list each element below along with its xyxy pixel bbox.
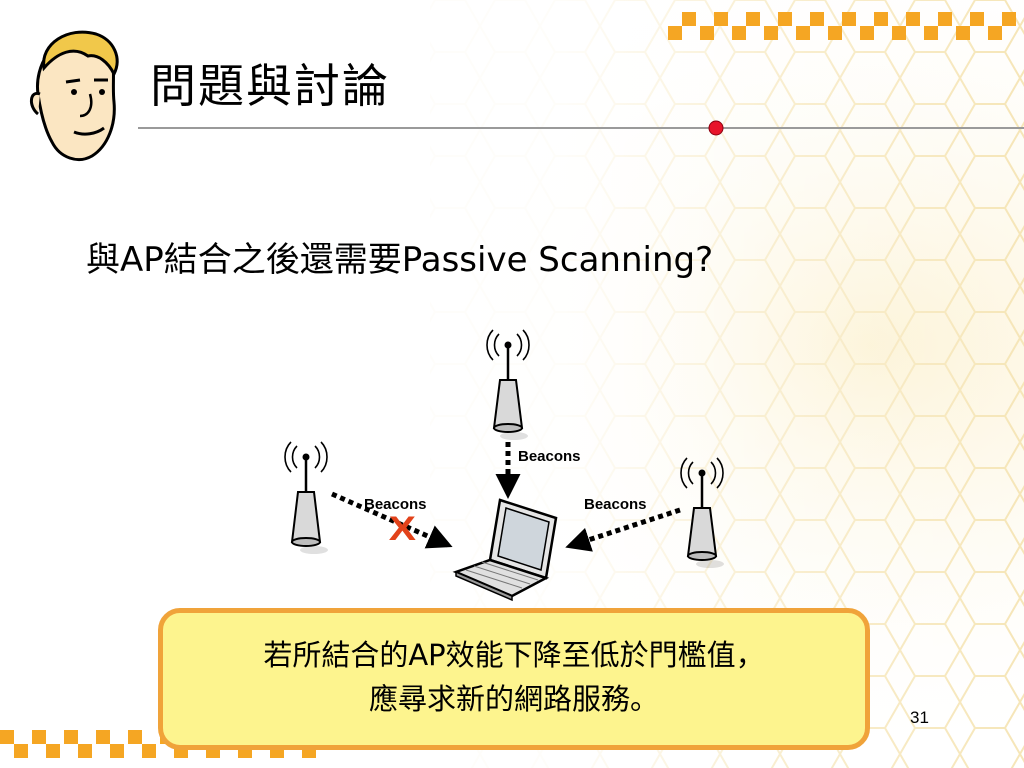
beacon-arrow-right xyxy=(565,507,681,552)
cartoon-face-mascot xyxy=(30,30,119,161)
answer-callout: 若所結合的AP效能下降至低於門檻值， 應尋求新的網路服務。 xyxy=(158,608,870,750)
question-ap: AP xyxy=(120,240,164,280)
question-middle: 結合之後還需要 xyxy=(163,240,402,280)
access-point-left-icon xyxy=(284,441,328,554)
discussion-question: 與AP結合之後還需要Passive Scanning? xyxy=(86,232,713,281)
question-prefix: 與 xyxy=(86,240,120,280)
access-point-right-icon xyxy=(680,457,724,568)
beacon-label-right: Beacons xyxy=(584,496,647,513)
callout-line1-prefix: 若所結合的 xyxy=(263,638,409,672)
laptop-icon xyxy=(452,498,558,602)
title-divider xyxy=(138,120,1024,136)
page-number: 31 xyxy=(910,708,929,727)
beacon-label-left: Beacons xyxy=(364,496,427,513)
blocked-x-mark: X xyxy=(388,510,416,548)
checker-decoration-top xyxy=(668,12,1016,40)
slide-title: 問題與討論 xyxy=(150,59,390,113)
beacon-diagram xyxy=(284,329,724,602)
callout-line1-ap: AP xyxy=(408,638,446,672)
question-suffix: Passive Scanning? xyxy=(401,240,714,280)
beacon-arrow-left xyxy=(330,491,453,549)
access-point-top-icon xyxy=(486,329,530,440)
beacon-label-top: Beacons xyxy=(518,448,581,465)
callout-line-2: 應尋求新的網路服務。 xyxy=(368,682,659,716)
callout-line1-suffix: 效能下降至低於門檻值， xyxy=(445,638,765,672)
callout-line-1: 若所結合的AP效能下降至低於門檻值， xyxy=(163,633,865,677)
